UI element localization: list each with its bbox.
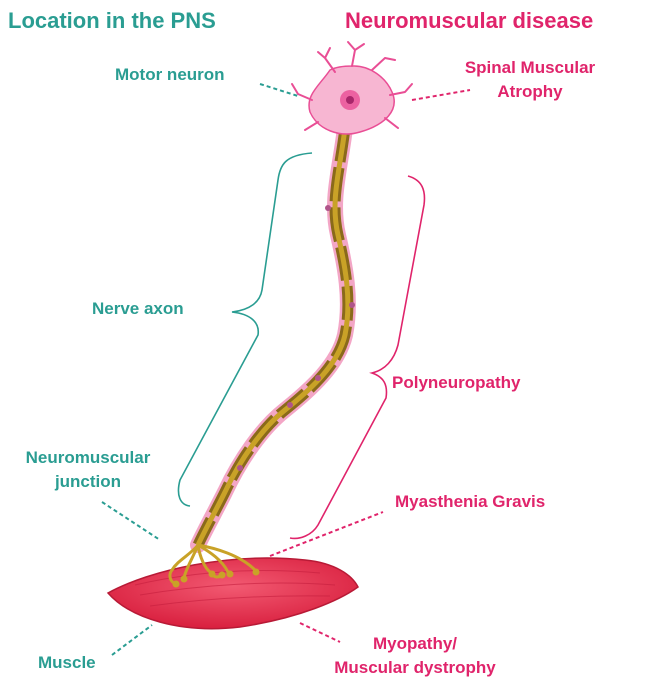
myasthenia-gravis-label: Myasthenia Gravis	[395, 490, 545, 514]
axon-myelin	[198, 128, 348, 545]
nerve-axon-label: Nerve axon	[92, 297, 184, 321]
myopathy-label-line2: Muscular dystrophy	[300, 656, 530, 680]
sma-label-line1: Spinal Muscular	[440, 56, 620, 80]
muscle-label: Muscle	[38, 651, 96, 675]
sma-label-line2: Atrophy	[440, 80, 620, 104]
motor-neuron-label: Motor neuron	[115, 63, 225, 87]
polyneuropathy-label: Polyneuropathy	[392, 371, 520, 395]
motor-neuron-body	[292, 42, 412, 134]
sma-label: Spinal Muscular Atrophy	[440, 56, 620, 104]
nmj-label-line1: Neuromuscular	[8, 446, 168, 470]
axon-core	[198, 128, 348, 545]
location-header: Location in the PNS	[8, 8, 216, 34]
axon-sheath	[198, 128, 348, 545]
myopathy-label-line1: Myopathy/	[300, 632, 530, 656]
myopathy-label: Myopathy/ Muscular dystrophy	[300, 632, 530, 680]
nmj-label-line2: junction	[8, 470, 168, 494]
muscle-shape	[108, 558, 358, 629]
neuromuscular-junction-label: Neuromuscular junction	[8, 446, 168, 494]
disease-header: Neuromuscular disease	[345, 8, 593, 34]
polyneuropathy-brace	[290, 176, 424, 538]
